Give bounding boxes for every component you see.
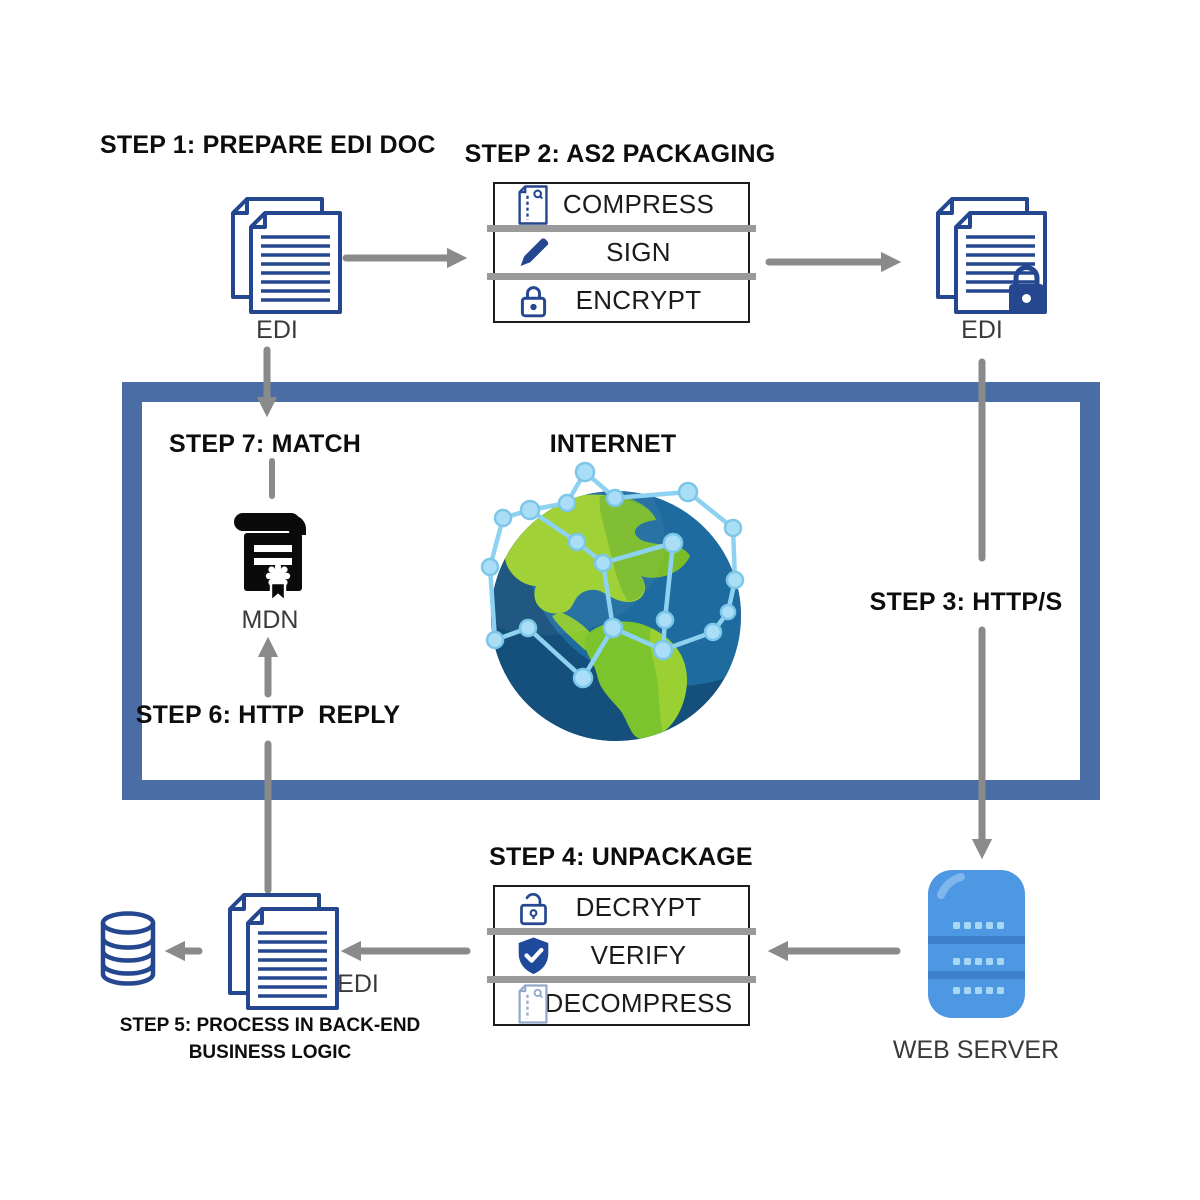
decrypt-label: DECRYPT (575, 892, 702, 922)
verify-label: VERIFY (590, 940, 687, 970)
edi-label-received: EDI (337, 970, 379, 998)
step4-title: STEP 4: UNPACKAGE (489, 843, 753, 871)
mdn-label: MDN (241, 606, 299, 634)
shield-check-icon (515, 935, 552, 977)
unlock-icon (515, 887, 552, 929)
edi-label-source: EDI (256, 316, 298, 344)
sign-label: SIGN (606, 237, 671, 267)
edi-packaged-document-stack-icon (936, 197, 1047, 314)
step2-title: STEP 2: AS2 PACKAGING (464, 140, 776, 168)
compress-row: COMPRESS (495, 184, 748, 225)
database-icon (100, 911, 156, 986)
step6-title: STEP 6: HTTP REPLY (135, 701, 401, 729)
step1-title: STEP 1: PREPARE EDI DOC (100, 131, 436, 159)
web-server-label: WEB SERVER (892, 1036, 1060, 1064)
padlock-badge-icon (1009, 265, 1044, 313)
step5-title-line2: BUSINESS LOGIC (188, 1042, 352, 1063)
verify-row: VERIFY (495, 935, 748, 976)
edi-received-document-stack-icon (228, 893, 339, 1010)
row-divider (487, 928, 756, 935)
lock-icon (515, 280, 552, 322)
unpackage-box: DECRYPT VERIFY DE (487, 885, 756, 1026)
zip-file-icon (515, 184, 552, 226)
decompress-label: DECOMPRESS (544, 988, 733, 1018)
internet-label: INTERNET (549, 430, 677, 458)
decrypt-row: DECRYPT (495, 887, 748, 928)
row-divider (487, 273, 756, 280)
pen-icon (515, 232, 552, 274)
decompress-row: DECOMPRESS (495, 983, 748, 1024)
as2-packaging-box: COMPRESS SIGN ENCRYPT (487, 182, 756, 323)
compress-label: COMPRESS (562, 189, 715, 219)
row-divider (487, 225, 756, 232)
network-nodes (480, 461, 745, 689)
edi-document-stack-icon (231, 197, 342, 314)
step5-title-line1: STEP 5: PROCESS IN BACK-END (119, 1015, 421, 1036)
zip-file-light-icon (515, 983, 552, 1025)
mdn-certificate-icon (234, 513, 306, 603)
edi-label-packaged: EDI (961, 316, 1003, 344)
step3-title: STEP 3: HTTP/S (869, 588, 1063, 616)
web-server-icon (928, 870, 1025, 1018)
encrypt-row: ENCRYPT (495, 280, 748, 321)
step5-title: STEP 5: PROCESS IN BACK-END BUSINESS LOG… (110, 1012, 430, 1066)
step7-title: STEP 7: MATCH (169, 430, 361, 458)
encrypt-label: ENCRYPT (575, 285, 702, 315)
server-lights (953, 922, 1004, 994)
internet-boundary-box (122, 382, 1100, 800)
sign-row: SIGN (495, 232, 748, 273)
row-divider (487, 976, 756, 983)
internet-globe-illustration (480, 461, 745, 741)
